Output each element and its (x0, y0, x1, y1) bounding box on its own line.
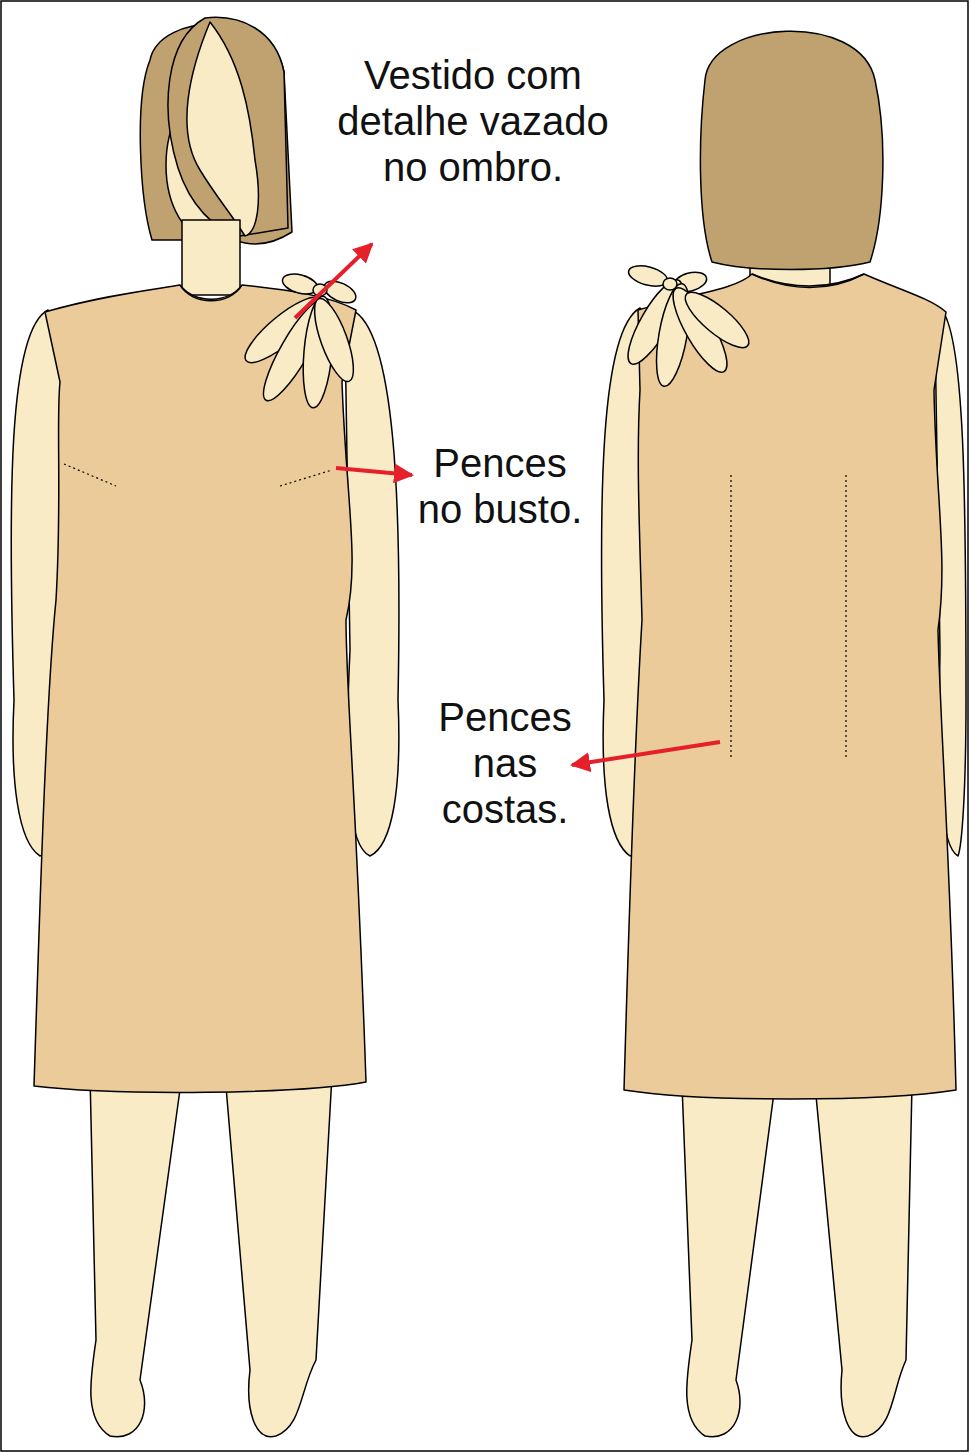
leader-arrow (572, 742, 720, 765)
callout-label: Vestido com detalhe vazado no ombro. (318, 52, 628, 190)
back-figure (601, 31, 966, 1437)
callout-label: Pences no busto. (410, 440, 590, 532)
callout-label: Pences nas costas. (430, 694, 580, 832)
leader-arrow (336, 468, 412, 475)
leader-arrow (295, 244, 372, 318)
front-figure (11, 17, 399, 1436)
leader-arrows (295, 244, 720, 765)
